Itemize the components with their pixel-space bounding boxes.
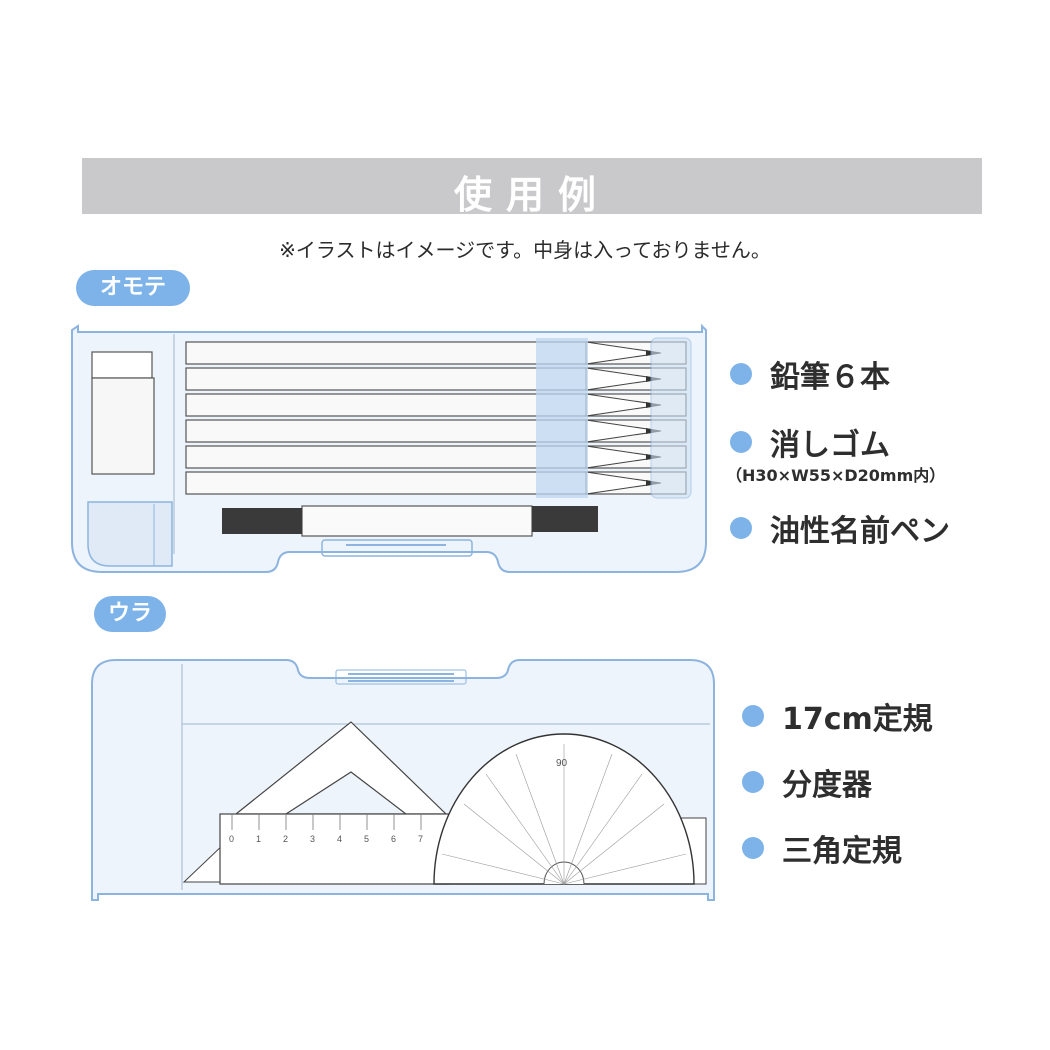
bullet-dot-icon [742, 837, 764, 859]
back-legend: 17cm定規 分度器 三角定規 [742, 696, 933, 869]
front-case-illustration [71, 323, 707, 573]
svg-text:3: 3 [310, 834, 315, 844]
svg-text:7: 7 [418, 834, 423, 844]
legend-label: 消しゴム [770, 428, 890, 463]
legend-label: 鉛筆６本 [770, 360, 890, 395]
section-title: 使用例 [453, 173, 610, 217]
svg-text:1: 1 [256, 834, 261, 844]
svg-text:0: 0 [229, 834, 234, 844]
svg-text:4: 4 [337, 834, 342, 844]
bullet-dot-icon [742, 705, 764, 727]
front-legend: 鉛筆６本 消しゴム （H30×W55×D20mm内） 油性名前ペン [726, 354, 950, 549]
back-badge: ウラ [94, 596, 166, 632]
front-badge: オモテ [76, 270, 190, 306]
bullet-dot-icon [730, 517, 752, 539]
legend-item-pencils: 鉛筆６本 [730, 354, 950, 395]
svg-text:6: 6 [391, 834, 396, 844]
eraser-size-note: （H30×W55×D20mm内） [726, 466, 946, 485]
legend-label: 三角定規 [782, 834, 902, 869]
disclaimer-note: ※イラストはイメージです。中身は入っておりません。 [279, 238, 771, 262]
legend-item-eraser: 消しゴム [730, 422, 950, 463]
legend-item-ruler: 17cm定規 [742, 696, 933, 737]
legend-label: 油性名前ペン [770, 514, 950, 549]
section-header-bar: 使用例 [82, 158, 982, 217]
legend-label: 分度器 [782, 768, 872, 803]
legend-item-marker: 油性名前ペン [730, 508, 950, 549]
legend-item-protractor: 分度器 [742, 762, 933, 803]
svg-text:90: 90 [556, 758, 568, 769]
bullet-dot-icon [730, 431, 752, 453]
legend-label: 17cm定規 [782, 702, 933, 737]
bullet-dot-icon [730, 363, 752, 385]
svg-text:5: 5 [364, 834, 369, 844]
bullet-dot-icon [742, 771, 764, 793]
back-case-illustration: 0 1 2 3 4 5 6 7 90 [91, 659, 715, 901]
legend-item-set-square: 三角定規 [742, 828, 933, 869]
svg-text:2: 2 [283, 834, 288, 844]
